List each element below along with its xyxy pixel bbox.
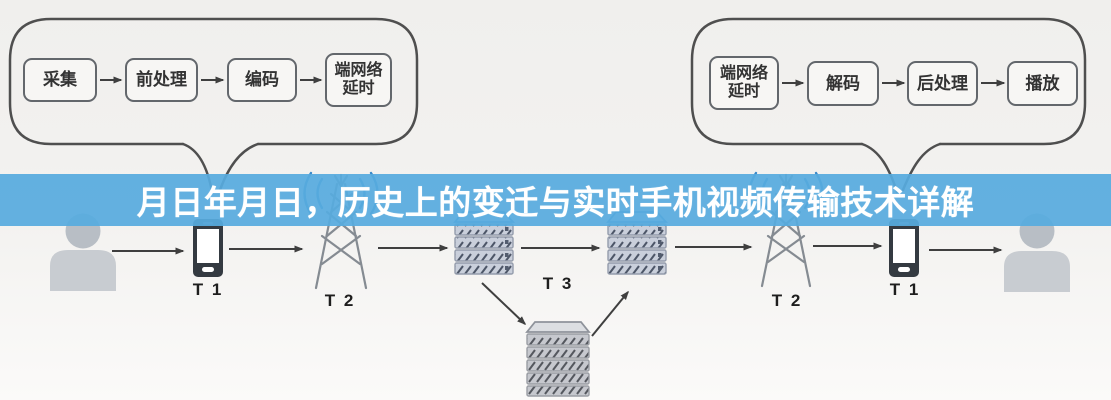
fallback-server-icon bbox=[525, 321, 591, 397]
title-banner: 月日年月日，历史上的变迁与实时手机视频传输技术详解 bbox=[0, 174, 1111, 226]
page-title: 月日年月日，历史上的变迁与实时手机视频传输技术详解 bbox=[136, 184, 975, 221]
receiver-phone-icon bbox=[889, 219, 919, 277]
step-network-delay-receive: 端网络延时 bbox=[709, 56, 779, 110]
step-postprocess: 后处理 bbox=[907, 61, 978, 106]
step-network-delay-send: 端网络延时 bbox=[325, 53, 392, 107]
step-capture: 采集 bbox=[23, 58, 97, 102]
label-sender-tower-t2: T 2 bbox=[324, 291, 356, 310]
chain-arrows bbox=[112, 242, 1003, 337]
label-receiver-phone-t1: T 1 bbox=[889, 280, 921, 299]
label-receiver-tower-t2: T 2 bbox=[771, 291, 803, 310]
sender-phone-icon bbox=[193, 219, 223, 277]
step-decode: 解码 bbox=[807, 61, 879, 106]
label-sender-phone-t1: T 1 bbox=[192, 280, 224, 299]
pipeline-arrows bbox=[100, 76, 1006, 87]
label-server-t3: T 3 bbox=[542, 274, 574, 293]
step-encode: 编码 bbox=[227, 58, 297, 102]
step-preprocess: 前处理 bbox=[125, 58, 198, 102]
step-play: 播放 bbox=[1007, 61, 1078, 106]
